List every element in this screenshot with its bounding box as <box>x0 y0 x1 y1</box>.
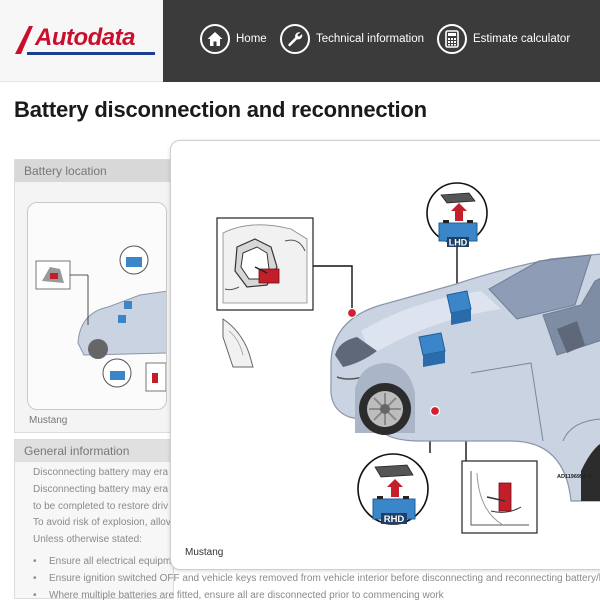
page-title: Battery disconnection and reconnection <box>14 97 427 122</box>
general-information-heading: General information <box>15 440 173 462</box>
logo-area: Autodata <box>0 0 163 82</box>
nav-estimate-calculator-label: Estimate calculator <box>473 33 571 45</box>
calculator-icon <box>437 24 467 54</box>
nav-technical-information[interactable]: Technical information <box>280 24 424 54</box>
home-icon <box>200 24 230 54</box>
general-line: To avoid risk of explosion, allov <box>33 517 171 529</box>
general-line: to be completed to restore driv <box>33 500 169 512</box>
logo-text: Autodata <box>35 24 136 51</box>
wrench-icon <box>280 24 310 54</box>
general-information-bullets: Ensure all electrical equipm Ensure igni… <box>33 554 600 600</box>
battery-location-illustration: LHD RHD <box>216 182 600 534</box>
popup-caption: Mustang <box>185 547 224 558</box>
battery-location-caption: Mustang <box>29 415 68 426</box>
lhd-battery-callout: LHD <box>426 182 488 248</box>
battery-location-thumbnail[interactable] <box>27 202 167 410</box>
lhd-label: LHD <box>449 238 468 248</box>
inset-terminal-detail <box>461 460 538 534</box>
general-line: Disconnecting battery may era <box>33 483 169 495</box>
general-line: Disconnecting battery may era <box>33 467 169 478</box>
enlarged-image-popup[interactable]: LHD RHD AD1196954 © Mustang <box>170 140 600 570</box>
car-thumbnail-illustration <box>35 245 166 392</box>
nav-home[interactable]: Home <box>200 24 267 54</box>
nav-technical-information-label: Technical information <box>316 33 425 45</box>
illustration-reference-code: AD1196954 © <box>557 474 592 480</box>
logo-swoosh-icon <box>15 26 33 54</box>
rhd-label: RHD <box>384 514 405 525</box>
logo-underline <box>27 52 155 55</box>
list-item: Ensure ignition switched OFF and vehicle… <box>33 571 600 588</box>
general-line: Unless otherwise stated: <box>33 534 142 546</box>
autodata-logo[interactable]: Autodata <box>13 22 155 56</box>
general-information-text: Disconnecting battery may era Disconnect… <box>33 465 600 549</box>
battery-location-section: Battery location Mustang <box>14 159 174 433</box>
list-item: Where multiple batteries are fitted, ens… <box>33 588 600 600</box>
nav-estimate-calculator[interactable]: Estimate calculator <box>437 24 570 54</box>
nav-home-label: Home <box>236 33 267 45</box>
battery-positions <box>418 290 472 367</box>
list-item: Ensure all electrical equipm <box>33 554 600 571</box>
battery-location-heading: Battery location <box>15 160 173 182</box>
rhd-battery-callout: RHD <box>357 453 429 525</box>
top-navigation: Home Technical information Estimate calc… <box>163 0 600 82</box>
inset-fuse-detail <box>216 217 314 311</box>
